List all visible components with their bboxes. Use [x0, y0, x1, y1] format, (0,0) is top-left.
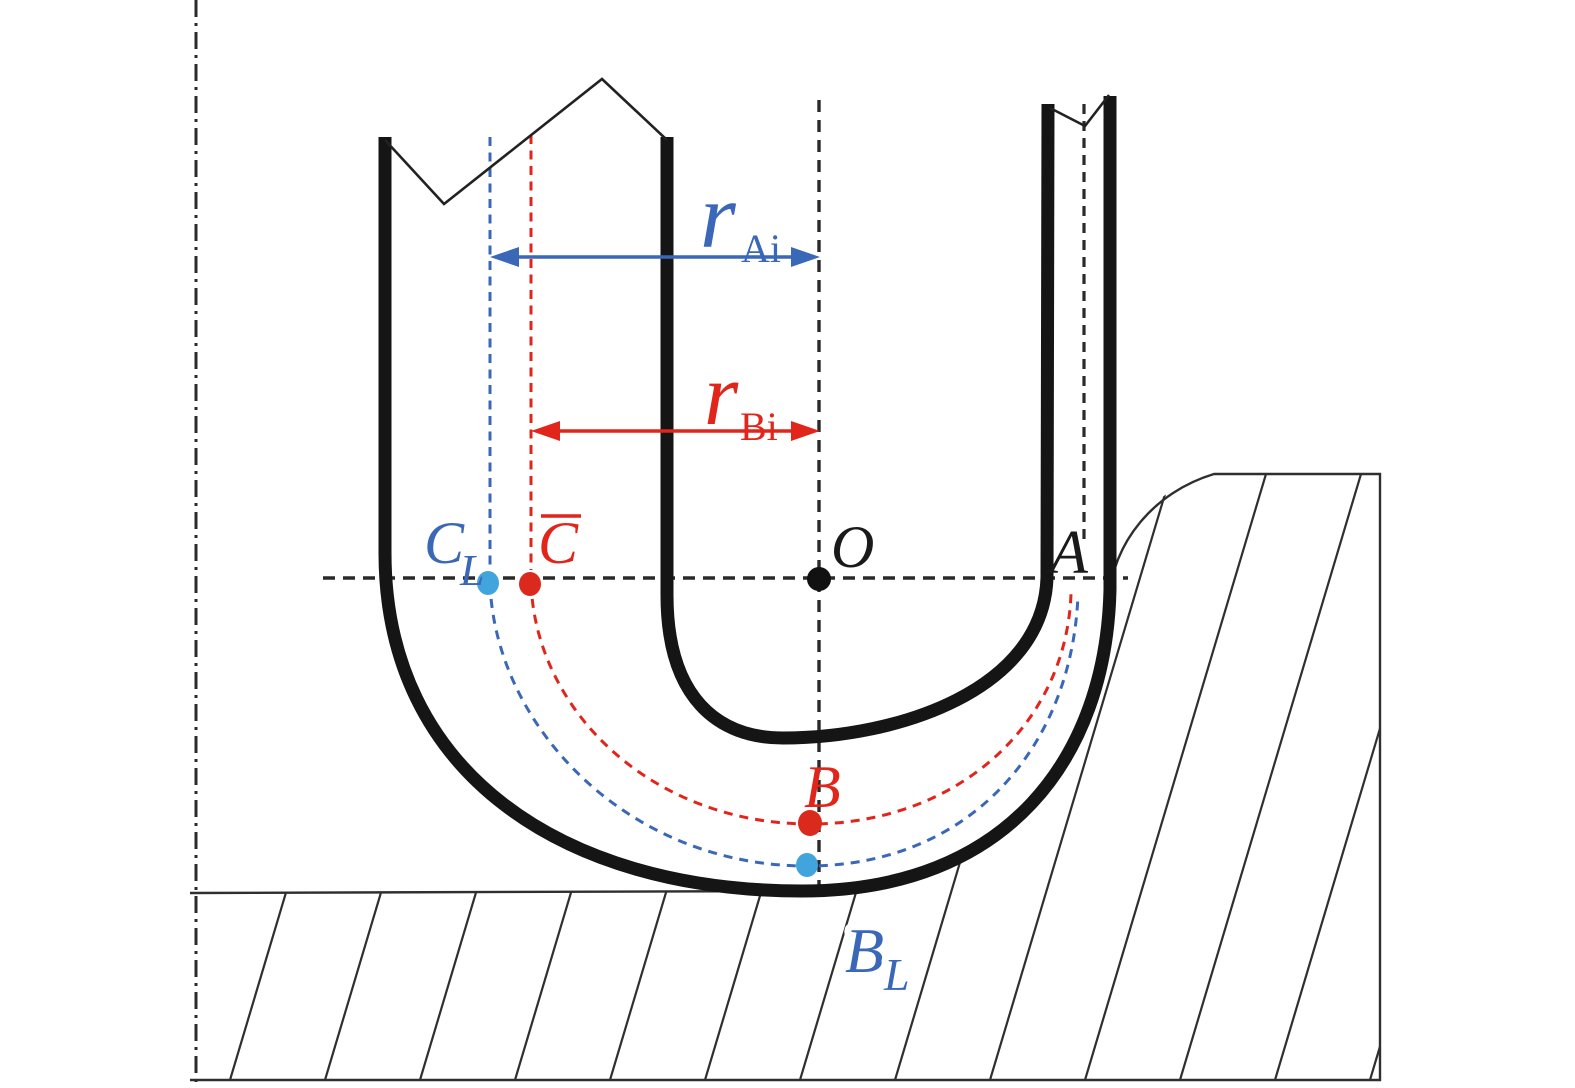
point-B-dot	[798, 810, 822, 836]
label-B: B	[804, 754, 841, 820]
sheet-outer-surface	[378, 96, 1117, 898]
label-O: O	[831, 514, 874, 580]
point-CL-dot	[477, 571, 499, 595]
label-rBi-base: r	[704, 347, 739, 444]
die-bottom-surface-line	[189, 889, 801, 895]
rAi-arrowhead-right	[791, 247, 820, 267]
label-BL-subscript: L	[883, 949, 910, 1000]
label-A: A	[1046, 519, 1089, 587]
rBi-arrowhead-left	[531, 421, 560, 441]
break-line-left-leg	[384, 77, 668, 206]
hatch-line	[1083, 474, 1268, 1080]
label-Cbar: C	[538, 510, 579, 576]
point-O-dot	[807, 567, 831, 591]
label-rBi: rBi	[704, 347, 778, 449]
die-shoulder-outline	[190, 472, 1382, 1082]
rBi-arrowhead-right	[791, 421, 820, 441]
point-BL-dot	[796, 853, 818, 877]
label-BL: BL	[845, 915, 910, 1000]
hatch-line	[1368, 474, 1380, 1080]
label-CL-subscript: L	[459, 546, 484, 595]
hatch-line	[1178, 474, 1363, 1080]
hatch-line	[988, 474, 1173, 1080]
hatch-line	[608, 474, 793, 1080]
label-rAi-base: r	[700, 165, 737, 267]
label-CL-base: C	[424, 510, 465, 576]
arc-CL-to-BL-blue	[488, 582, 1080, 868]
rAi-arrowhead-left	[490, 247, 519, 267]
label-CL: CL	[424, 510, 484, 595]
label-rBi-subscript: Bi	[740, 404, 778, 449]
hatch-line	[1273, 474, 1380, 1080]
arc-Cbar-to-B-red	[529, 582, 1073, 826]
label-BL-base: B	[845, 915, 884, 986]
dimension-arrow-rBi	[531, 421, 820, 441]
break-line-right-leg	[1049, 94, 1111, 128]
dimension-arrow-rAi	[490, 247, 820, 267]
sheet-inner-surface	[660, 103, 1055, 745]
point-Cbar-dot	[519, 572, 541, 596]
label-rAi-subscript: Ai	[741, 226, 781, 271]
